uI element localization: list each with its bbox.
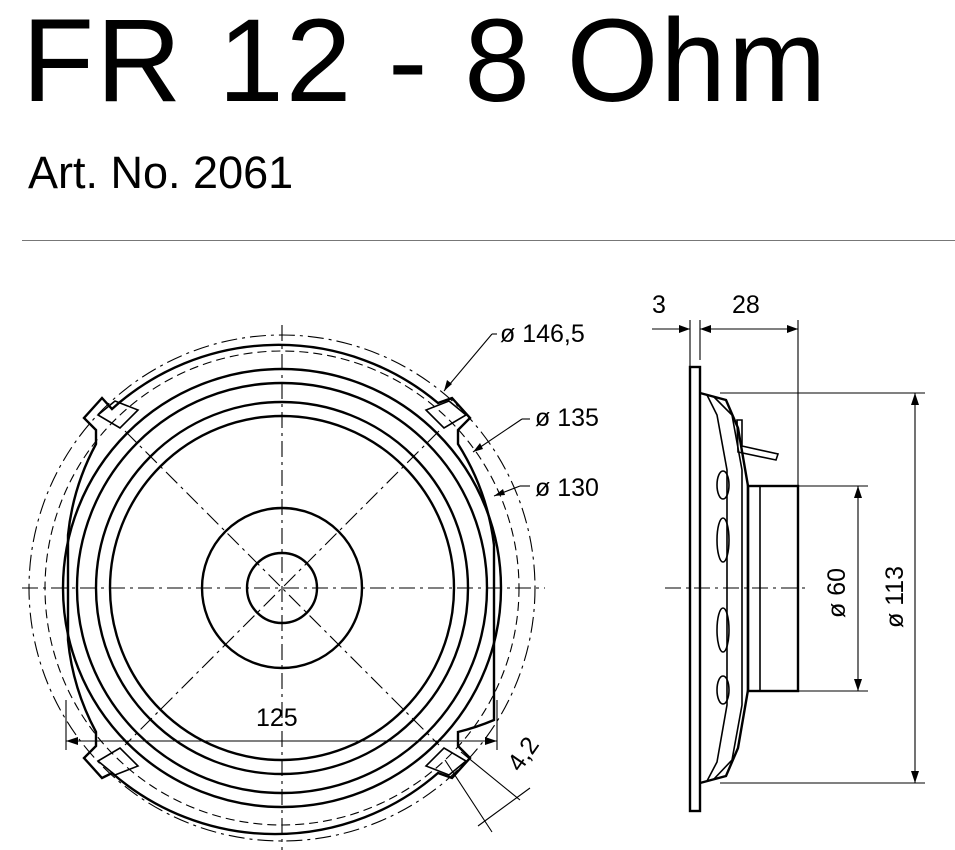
front-view: ø 146,5 ø 135 ø 130 125 4,2 — [22, 320, 599, 850]
speaker-frame-outline — [66, 343, 496, 836]
mounting-slot-bottom-right — [424, 746, 468, 776]
leader-146 — [443, 333, 493, 392]
dim-flange-thickness: 3 — [652, 291, 666, 319]
dim-magnet-diameter: ø 60 — [823, 568, 851, 618]
dim-outer-diameter: ø 146,5 — [500, 320, 585, 348]
side-view: 3 28 ø 60 ø 113 — [652, 291, 925, 813]
mounting-slot-top-right — [424, 400, 468, 430]
basket-window-2 — [716, 517, 730, 563]
dim-line-4-2 — [477, 787, 531, 827]
mounting-slot-bottom-left — [96, 746, 140, 776]
header-divider — [22, 240, 955, 241]
dim-hole-spacing: 125 — [256, 704, 298, 732]
dim-mounting-depth: 28 — [732, 291, 760, 319]
dim-mid-diameter: ø 135 — [535, 404, 599, 432]
diagonal-centerline-2 — [124, 430, 440, 746]
mounting-slot-top-left — [96, 400, 140, 430]
article-number: Art. No. 2061 — [28, 147, 294, 198]
diagonal-centerline-1 — [124, 430, 440, 746]
mounting-flange — [688, 365, 702, 813]
basket-window-4 — [716, 675, 730, 705]
product-title: FR 12 - 8 Ohm — [22, 0, 829, 127]
dim-cutout-diameter: ø 130 — [535, 474, 599, 502]
terminal-lug — [736, 419, 780, 461]
basket-window-3 — [716, 607, 730, 653]
dim-hole-size: 4,2 — [502, 732, 545, 777]
dim-basket-diameter: ø 113 — [881, 566, 909, 628]
basket-window-1 — [716, 470, 730, 500]
magnet — [746, 484, 800, 693]
